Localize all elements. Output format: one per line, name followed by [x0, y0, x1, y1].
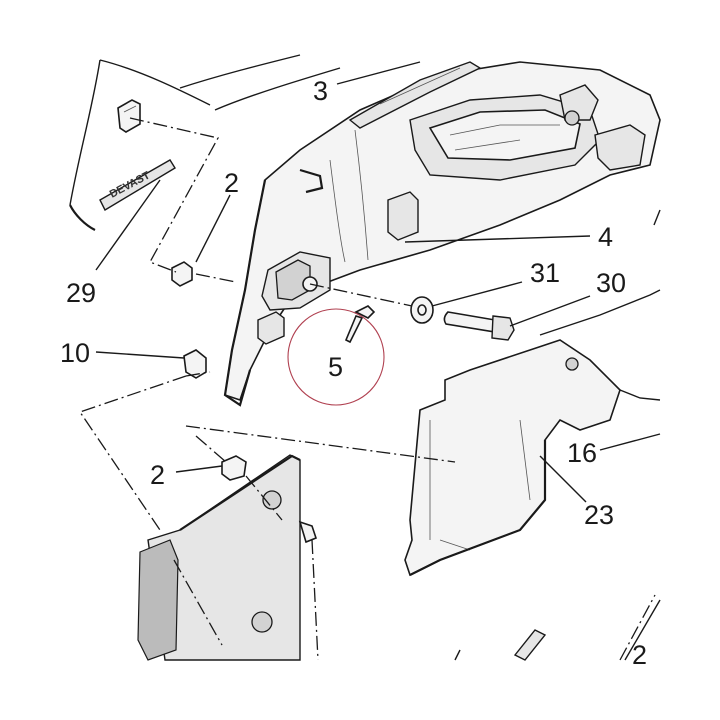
callout-4: 4 [598, 222, 613, 252]
callout-2-mid: 2 [150, 460, 165, 490]
part-10-clip [183, 349, 207, 379]
part-2-clip-mid [221, 455, 247, 481]
leader-lines [95, 61, 661, 503]
clip-upper-left [117, 99, 141, 133]
part-3-lamp-strip [348, 61, 482, 129]
lower-reflector-panel [137, 454, 317, 661]
callout-2-top: 2 [224, 168, 239, 198]
callout-16: 16 [567, 438, 597, 468]
callout-10: 10 [60, 338, 90, 368]
part-30-bolt [443, 311, 515, 341]
callout-3: 3 [313, 76, 328, 106]
part-4-inner-panel [223, 61, 661, 407]
part-2-clip-upper [171, 261, 193, 287]
callout-30: 30 [596, 268, 626, 298]
callout-5: 5 [328, 352, 343, 382]
part-31-washer [410, 296, 434, 324]
callout-31: 31 [530, 258, 560, 288]
lower-right-fragments [454, 599, 661, 661]
highlight-circle [287, 308, 385, 406]
callout-23: 23 [584, 500, 614, 530]
callout-29: 29 [66, 278, 96, 308]
part-29-emblem: DEVAST [99, 159, 176, 211]
part-3-upper-panel [69, 54, 341, 231]
callout-labels: 3 2 4 29 31 30 10 5 16 2 23 2 [60, 76, 647, 670]
part-23-cover [404, 339, 621, 577]
assembly-lines [78, 117, 656, 661]
part-5-screw [344, 305, 376, 344]
callout-2-bottom: 2 [632, 640, 647, 670]
part-16-side-panel [539, 209, 661, 401]
